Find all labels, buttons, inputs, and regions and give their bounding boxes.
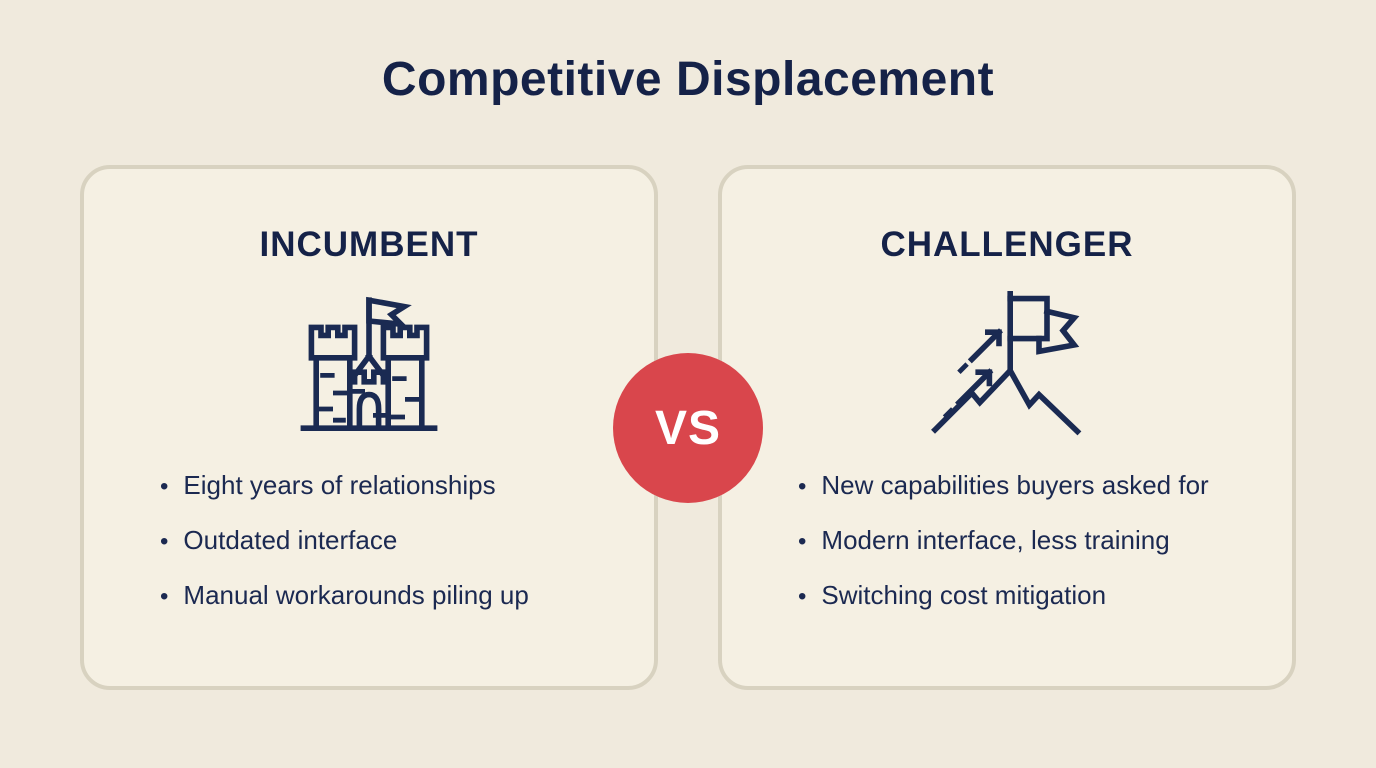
bullet-text: New capabilities buyers asked for [821, 470, 1209, 500]
bullet-dot-icon: • [798, 528, 807, 555]
list-item: • Modern interface, less training [798, 525, 1272, 556]
incumbent-header: INCUMBENT [259, 225, 479, 264]
list-item: • New capabilities buyers asked for [798, 470, 1272, 501]
bullet-dot-icon: • [160, 583, 169, 610]
bullet-dot-icon: • [798, 473, 807, 500]
mountain-flag-icon [722, 281, 1292, 446]
list-item: • Switching cost mitigation [798, 580, 1272, 611]
challenger-bullet-list: • New capabilities buyers asked for • Mo… [798, 470, 1272, 611]
castle-icon [84, 281, 654, 446]
bullet-dot-icon: • [798, 583, 807, 610]
vs-badge-label: VS [654, 401, 722, 455]
incumbent-card: INCUMBENT • Eight years [80, 165, 658, 690]
challenger-card: CHALLENGER • New capabilities buyers ask… [718, 165, 1296, 690]
bullet-text: Modern interface, less training [821, 525, 1170, 555]
bullet-text: Switching cost mitigation [821, 580, 1107, 610]
list-item: • Eight years of relationships [160, 470, 634, 501]
bullet-dot-icon: • [160, 528, 169, 555]
list-item: • Manual workarounds piling up [160, 580, 634, 611]
bullet-text: Manual workarounds piling up [183, 580, 529, 610]
bullet-text: Eight years of relationships [183, 470, 496, 500]
challenger-header: CHALLENGER [880, 225, 1134, 264]
page-title: Competitive Displacement [381, 53, 995, 106]
bullet-text: Outdated interface [183, 525, 398, 555]
vs-badge: VS [613, 353, 763, 503]
incumbent-bullet-list: • Eight years of relationships • Outdate… [160, 470, 634, 611]
list-item: • Outdated interface [160, 525, 634, 556]
bullet-dot-icon: • [160, 473, 169, 500]
